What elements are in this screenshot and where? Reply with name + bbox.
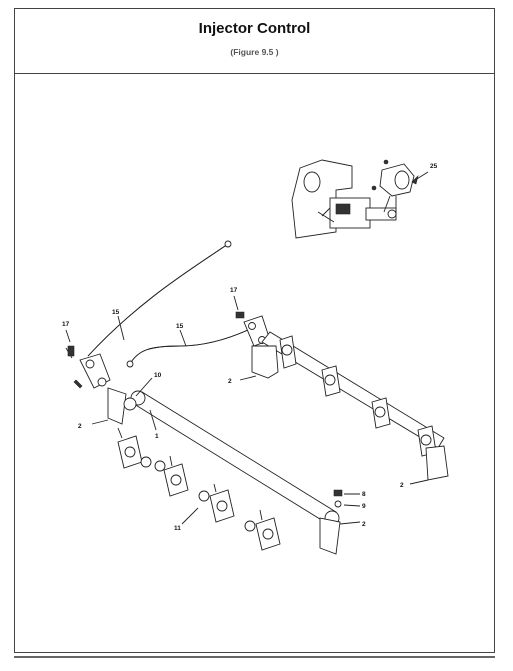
- rack-lever: [117, 427, 152, 469]
- page-bottom-rule: [14, 656, 495, 658]
- callout-11: 11: [174, 525, 181, 532]
- front-control-tube: 1 2 10 2 8 9: [78, 372, 366, 555]
- page-title: Injector Control: [198, 20, 311, 37]
- figure-reference: (Figure 9.5 ): [230, 47, 279, 57]
- callout-17-right: 17: [230, 287, 238, 294]
- control-rods: 15 15: [87, 240, 249, 368]
- callout-10: 10: [154, 372, 162, 379]
- callout-15-lower: 15: [176, 323, 184, 330]
- callout-15-upper: 15: [112, 309, 120, 316]
- rear-control-tube: 2 2: [228, 331, 449, 489]
- left-lever-assembly: 17: [62, 321, 111, 389]
- callout-2-front-left: 2: [78, 423, 82, 430]
- figure-header: Injector Control (Figure 9.5 ): [15, 9, 494, 74]
- callout-17-left: 17: [62, 321, 70, 328]
- rack-lever: [244, 509, 281, 551]
- callout-8: 8: [362, 491, 366, 498]
- callout-9: 9: [362, 503, 366, 510]
- rack-lever: [198, 483, 235, 523]
- governor-housing-inset: 25: [291, 159, 438, 239]
- figure-frame: Injector Control (Figure 9.5 ): [14, 8, 495, 653]
- right-lever-assembly: 17: [230, 287, 271, 347]
- callout-25: 25: [430, 163, 438, 170]
- callout-1: 1: [155, 433, 159, 440]
- callout-2-rear-right: 2: [400, 482, 404, 489]
- injector-rack-levers: 11: [117, 427, 281, 551]
- rack-lever: [154, 455, 189, 497]
- callout-2-rear-left: 2: [228, 378, 232, 385]
- callout-2-front-right: 2: [362, 521, 366, 528]
